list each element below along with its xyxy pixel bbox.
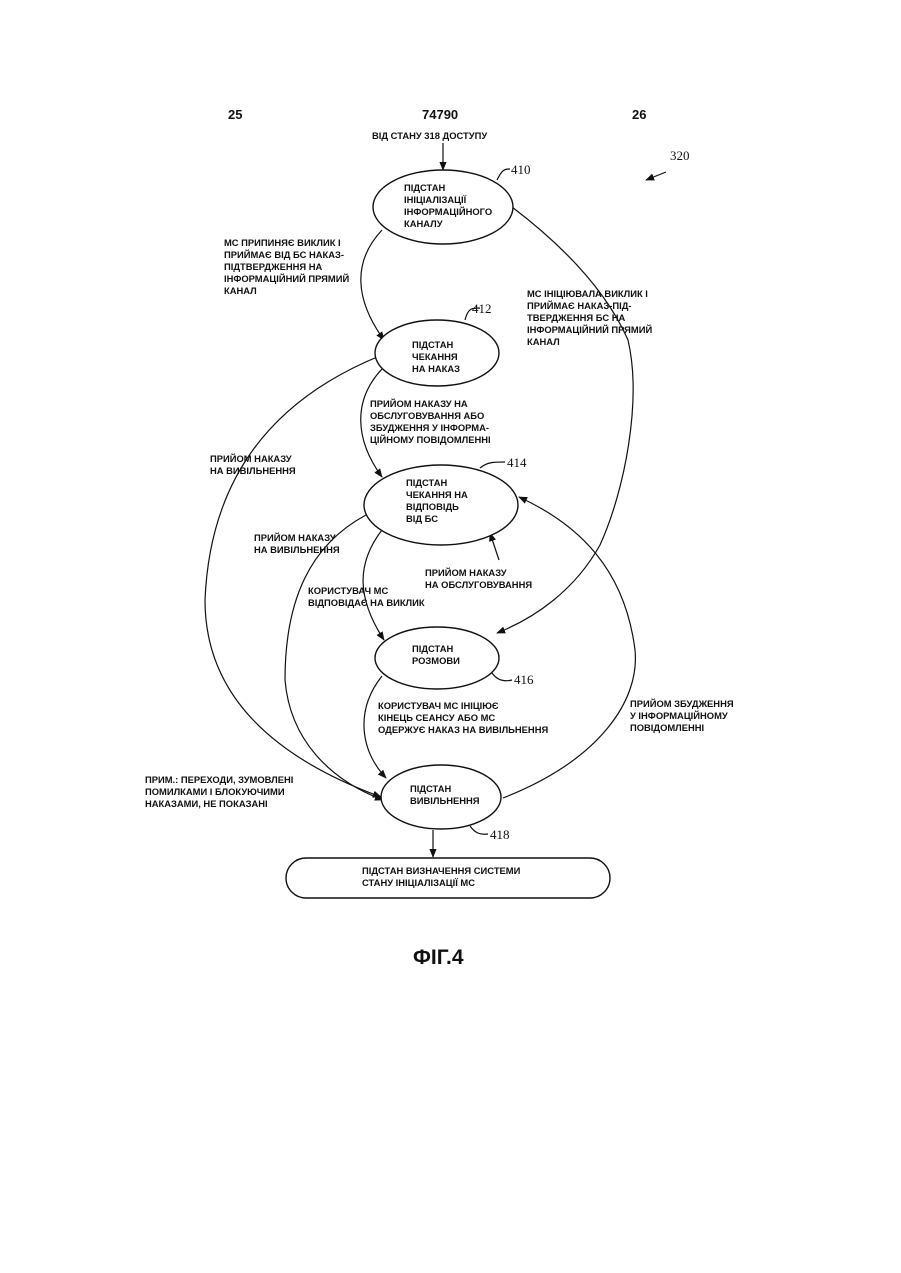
edge-label-412-418: ПРИЙОМ НАКАЗУ НА ВИВІЛЬНЕННЯ (210, 453, 296, 476)
edge-label-line: ПРИЙОМ НАКАЗУ НА (370, 398, 468, 409)
edge-label-line: ВІДПОВІДАЄ НА ВИКЛИК (308, 597, 425, 608)
edge-label-414-418: ПРИЙОМ НАКАЗУ НА ВИВІЛЬНЕННЯ (254, 532, 340, 555)
edge-label-line: МС ІНІЦІЮВАЛА ВИКЛИК І (527, 288, 648, 299)
edge-label-414-416: КОРИСТУВАЧ МС ВІДПОВІДАЄ НА ВИКЛИК (308, 585, 425, 608)
edge-label-line: ПРИЙОМ НАКАЗУ (254, 532, 336, 543)
figure-caption: ФІГ.4 (413, 946, 464, 969)
node-label-line: РОЗМОВИ (412, 655, 460, 666)
edge-label-line: ПРИЙОМ НАКАЗУ (425, 567, 507, 578)
edge-label-line: ПРИЙМАЄ ВІД БС НАКАЗ- (224, 249, 344, 260)
leader-418 (470, 826, 488, 834)
edge-label-410-416: МС ІНІЦІЮВАЛА ВИКЛИК І ПРИЙМАЄ НАКАЗ-ПІД… (527, 288, 652, 347)
node-label-line: ЧЕКАННЯ (412, 351, 458, 362)
edge-label-line: ІНФОРМАЦІЙНИЙ ПРЯМИЙ (224, 273, 349, 284)
leader-410 (497, 169, 510, 180)
diagram-note: ПРИМ.: ПЕРЕХОДИ, ЗУМОВЛЕНІ ПОМИЛКАМИ І Б… (145, 774, 293, 809)
edge-label-line: КОРИСТУВАЧ МС ІНІЦІЮЄ (378, 700, 499, 711)
edge-label-line: ЦІЙНОМУ ПОВІДОМЛЕННІ (370, 434, 491, 445)
edge-410-416 (497, 207, 633, 633)
note-line: ПОМИЛКАМИ І БЛОКУЮЧИМИ (145, 786, 285, 797)
node-label-line: ПІДСТАН (412, 643, 453, 654)
terminal-label-line: СТАНУ ІНІЦІАЛІЗАЦІЇ МС (362, 877, 475, 888)
edge-label-line: КАНАЛ (224, 285, 257, 296)
node-label-line: ІНФОРМАЦІЙНОГО (404, 206, 492, 217)
edge-label-line: ЗБУДЖЕННЯ У ІНФОРМА- (370, 422, 489, 433)
edge-410-412 (361, 230, 384, 340)
node-ref-414: 414 (507, 455, 527, 470)
edge-label-line: ПІДТВЕРДЖЕННЯ НА (224, 261, 322, 272)
node-ref-410: 410 (511, 162, 531, 177)
edge-label-line: ПРИЙОМ ЗБУДЖЕННЯ (630, 698, 734, 709)
node-label-line: ПІДСТАН (410, 783, 451, 794)
node-label-line: ВИВІЛЬНЕННЯ (410, 795, 480, 806)
edge-label-line: КІНЕЦЬ СЕАНСУ АБО МС (378, 712, 495, 723)
edge-label-line: ІНФОРМАЦІЙНИЙ ПРЯМИЙ (527, 324, 652, 335)
edge-label-416-418: КОРИСТУВАЧ МС ІНІЦІЮЄ КІНЕЦЬ СЕАНСУ АБО … (378, 700, 548, 735)
node-label-line: ВІДПОВІДЬ (406, 501, 459, 512)
edge-label-line: ПРИЙОМ НАКАЗУ (210, 453, 292, 464)
node-label-412: ПІДСТАН ЧЕКАННЯ НА НАКАЗ (412, 339, 460, 374)
note-line: НАКАЗАМИ, НЕ ПОКАЗАНІ (145, 798, 268, 809)
edge-label-line: ТВЕРДЖЕННЯ БС НА (527, 312, 625, 323)
edge-418-414 (503, 497, 635, 798)
node-label-line: ПІДСТАН (406, 477, 447, 488)
node-ref-412: 412 (472, 301, 492, 316)
edge-label-line: НА ВИВІЛЬНЕННЯ (210, 465, 296, 476)
edge-label-line: КАНАЛ (527, 336, 560, 347)
edge-label-line: КОРИСТУВАЧ МС (308, 585, 388, 596)
node-label-line: НА НАКАЗ (412, 363, 460, 374)
entry-label: ВІД СТАНУ 318 ДОСТУПУ (372, 130, 487, 141)
node-ref-416: 416 (514, 672, 534, 687)
node-label-line: ВІД БС (406, 513, 438, 524)
edge-label-418-414: ПРИЙОМ ЗБУДЖЕННЯ У ІНФОРМАЦІЙНОМУ ПОВІДО… (630, 698, 734, 733)
edge-416-414 (490, 533, 499, 560)
edge-label-line: ПРИЙМАЄ НАКАЗ-ПІД- (527, 300, 632, 311)
node-label-416: ПІДСТАН РОЗМОВИ (412, 643, 460, 666)
edge-label-line: ОБСЛУГОВУВАННЯ АБО (370, 410, 484, 421)
edge-label-line: ПОВІДОМЛЕННІ (630, 722, 704, 733)
terminal-label-line: ПІДСТАН ВИЗНАЧЕННЯ СИСТЕМИ (362, 865, 521, 876)
edge-label-line: ОДЕРЖУЄ НАКАЗ НА ВИВІЛЬНЕННЯ (378, 724, 548, 735)
figure-ref-arrow (646, 172, 666, 180)
edge-412-418 (205, 355, 382, 797)
node-label-line: ЧЕКАННЯ НА (406, 489, 468, 500)
node-label-line: КАНАЛУ (404, 218, 443, 229)
node-label-line: ПІДСТАН (412, 339, 453, 350)
node-label-line: ПІДСТАН (404, 182, 445, 193)
leader-416 (492, 673, 512, 681)
leader-414 (480, 462, 505, 468)
edge-label-410-412: МС ПРИПИНЯЄ ВИКЛИК І ПРИЙМАЄ ВІД БС НАКА… (224, 237, 349, 296)
edge-label-line: У ІНФОРМАЦІЙНОМУ (630, 710, 728, 721)
edge-label-line: НА ВИВІЛЬНЕННЯ (254, 544, 340, 555)
figure-ref: 320 (670, 148, 690, 163)
edge-label-416-414: ПРИЙОМ НАКАЗУ НА ОБСЛУГОВУВАННЯ (425, 567, 532, 590)
node-ref-418: 418 (490, 827, 510, 842)
node-label-line: ІНІЦІАЛІЗАЦІЇ (404, 194, 467, 205)
edge-label-line: НА ОБСЛУГОВУВАННЯ (425, 579, 532, 590)
edge-label-412-414: ПРИЙОМ НАКАЗУ НА ОБСЛУГОВУВАННЯ АБО ЗБУД… (370, 398, 491, 445)
note-line: ПРИМ.: ПЕРЕХОДИ, ЗУМОВЛЕНІ (145, 774, 293, 785)
edge-label-line: МС ПРИПИНЯЄ ВИКЛИК І (224, 237, 341, 248)
